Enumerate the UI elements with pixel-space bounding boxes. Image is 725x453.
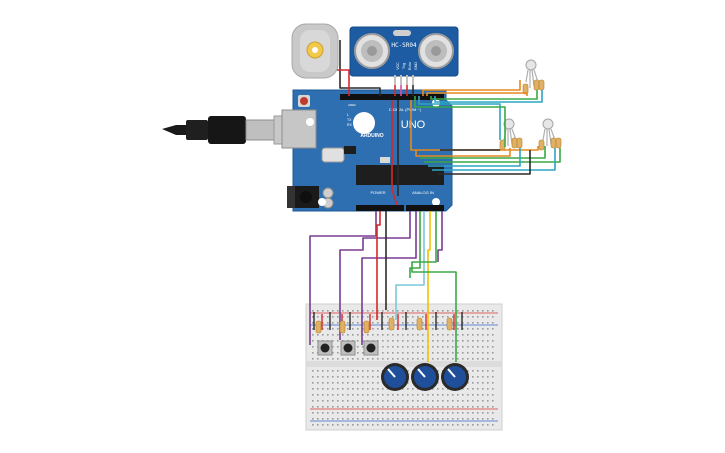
power-header-label: POWER xyxy=(370,190,385,195)
rgb-led-1[interactable] xyxy=(522,59,545,95)
analog-header-label: ANALOG IN xyxy=(412,190,434,195)
l-label: L xyxy=(347,113,349,117)
analog-header xyxy=(406,205,444,211)
sensor-pin-vcc: VCC xyxy=(396,62,400,70)
breadboard[interactable] xyxy=(305,303,503,431)
pot-3[interactable] xyxy=(441,363,469,391)
rgb-led-2[interactable] xyxy=(499,118,523,151)
usb-cable xyxy=(162,115,299,145)
button-3[interactable] xyxy=(363,340,379,356)
digital-header xyxy=(340,94,444,100)
sensor-pin-trig: Trig xyxy=(402,63,406,69)
arduino-uno-board[interactable]: ARDUINO UNO DIGITAL (PWM ~) ANALOG IN PO… xyxy=(281,89,453,212)
tx-label: TX xyxy=(347,118,352,122)
rx-label: RX xyxy=(347,123,353,127)
wires-bottom xyxy=(309,211,457,362)
resistors xyxy=(315,317,453,334)
pot-2[interactable] xyxy=(411,363,439,391)
rgb-led-3[interactable] xyxy=(538,118,562,151)
sensor-pin-labels: VCC Trig Echo GND xyxy=(396,62,418,70)
button-1[interactable] xyxy=(317,340,333,356)
breadboard-components xyxy=(313,312,469,391)
power-header xyxy=(356,205,404,211)
button-2[interactable] xyxy=(340,340,356,356)
ultrasonic-sensor[interactable]: HC-SR04 VCC Trig Echo GND xyxy=(349,26,459,85)
wires-top xyxy=(337,40,561,206)
sensor-model-label: HC-SR04 xyxy=(391,42,417,49)
dc-motor[interactable] xyxy=(291,23,339,79)
sensor-pin-gnd: GND xyxy=(414,62,418,70)
sensor-pin-echo: Echo xyxy=(408,62,412,70)
board-brand-label: ARDUINO xyxy=(360,133,383,139)
aref-label: AREF xyxy=(348,103,356,107)
pot-1[interactable] xyxy=(381,363,409,391)
board-model-label: UNO xyxy=(401,119,426,131)
digital-header-label: DIGITAL (PWM ~) xyxy=(389,107,422,112)
